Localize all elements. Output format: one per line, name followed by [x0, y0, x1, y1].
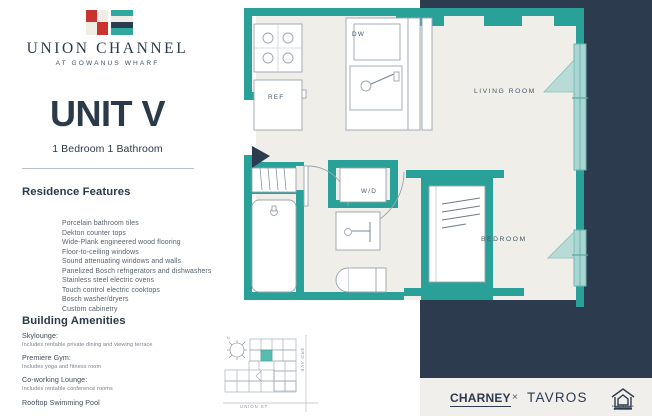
unit-title: UNIT V — [49, 93, 166, 134]
room-label-living-room: LIVING ROOM — [474, 88, 536, 95]
amenity-item: Premiere Gym:Includes yoga and fitness r… — [22, 354, 212, 371]
room-label-bedroom: BEDROOM — [481, 236, 527, 243]
toilet-tank — [347, 267, 387, 293]
amenity-description: Includes yoga and fitness room — [22, 364, 102, 371]
washer-dryer-unit — [339, 167, 387, 203]
sink-counter — [349, 65, 403, 111]
key-plan-unit-highlight — [260, 349, 273, 362]
residence-feature-item: Porcelain bathroom tiles — [62, 220, 139, 227]
linen-shelf — [251, 167, 297, 193]
residence-feature-item: Touch control electric cooktops — [62, 286, 160, 294]
amenity-description: Includes rentable conference rooms — [22, 386, 113, 393]
appliance-label-washer-dryer: W/D — [361, 188, 378, 195]
amenity-item: Rooftop Swimming Pool — [22, 399, 212, 408]
residence-features-heading: Residence Features — [22, 186, 131, 198]
building-amenities-heading: Building Amenities — [22, 315, 126, 327]
appliance-label-refrigerator: REF — [268, 94, 285, 101]
developer-charney-logo: CHARNEY — [450, 391, 511, 407]
developer-tavros-logo: TAVROS — [527, 390, 588, 405]
unit-subtitle: 1 Bedroom 1 Bathroom — [52, 143, 163, 155]
residence-feature-item: Stainless steel electric ovens — [62, 277, 155, 285]
info-panel: UNION CHANNEL AT GOWANUS WHARF UNIT V 1 … — [0, 0, 215, 416]
footer-brand-bar — [420, 378, 652, 416]
residence-feature-item: Floor-to-ceiling windows — [62, 248, 139, 256]
svg-text:N: N — [227, 336, 230, 340]
amenity-name: Co-working Lounge: — [22, 376, 88, 385]
amenity-item: Skylounge: Includes rentable private dini… — [22, 332, 212, 349]
appliance-label-dishwasher: DW — [352, 31, 366, 38]
floor-plan-drawing — [236, 0, 604, 330]
building-amenities-list: Skylounge: Includes rentable private dini… — [22, 332, 212, 413]
refrigerator — [253, 79, 303, 131]
bathroom-fixtures — [251, 167, 387, 293]
residence-feature-item: Panelized Bosch refrigerators and dishwa… — [62, 267, 212, 275]
brand-logo-mark — [86, 10, 133, 35]
amenity-name: Skylounge: — [22, 332, 59, 340]
key-plan-street-bottom: UNION ST — [240, 404, 269, 409]
kitchen-island — [345, 17, 433, 131]
amenity-description: Includes rentable private dining and vie… — [22, 342, 153, 348]
residence-feature-item: Wide-Plank engineered wood flooring — [62, 239, 181, 247]
windows — [543, 43, 588, 287]
amenity-name: Rooftop Swimming Pool — [22, 398, 100, 407]
bedroom-closet — [428, 185, 486, 283]
residence-feature-item: Dekton counter tops — [62, 229, 126, 237]
residence-feature-item: Bosch washer/dryers — [62, 296, 129, 304]
entry-arrow — [252, 146, 270, 168]
equal-housing-opportunity-icon — [609, 386, 637, 412]
key-plan: N — [218, 330, 333, 416]
residence-feature-item: Custom cabinetry — [62, 305, 118, 313]
kitchen-fixtures — [253, 23, 307, 131]
key-plan-street-right: 3RD AVE — [300, 348, 305, 373]
amenity-name: Premiere Gym: — [22, 354, 71, 363]
brand-tagline: AT GOWANUS WHARF — [55, 60, 160, 67]
brand-separator-x: × — [512, 392, 518, 403]
divider — [22, 168, 194, 169]
amenity-item: Co-working Lounge:Includes rentable conf… — [22, 376, 212, 393]
equal-housing-caption: EQUAL HOUSING OPPORTUNITY — [612, 406, 634, 411]
bathtub — [251, 199, 297, 293]
residence-feature-item: Sound attenuating windows and walls — [62, 258, 182, 266]
brand-name: UNION CHANNEL — [26, 40, 189, 57]
dishwasher — [353, 23, 401, 61]
